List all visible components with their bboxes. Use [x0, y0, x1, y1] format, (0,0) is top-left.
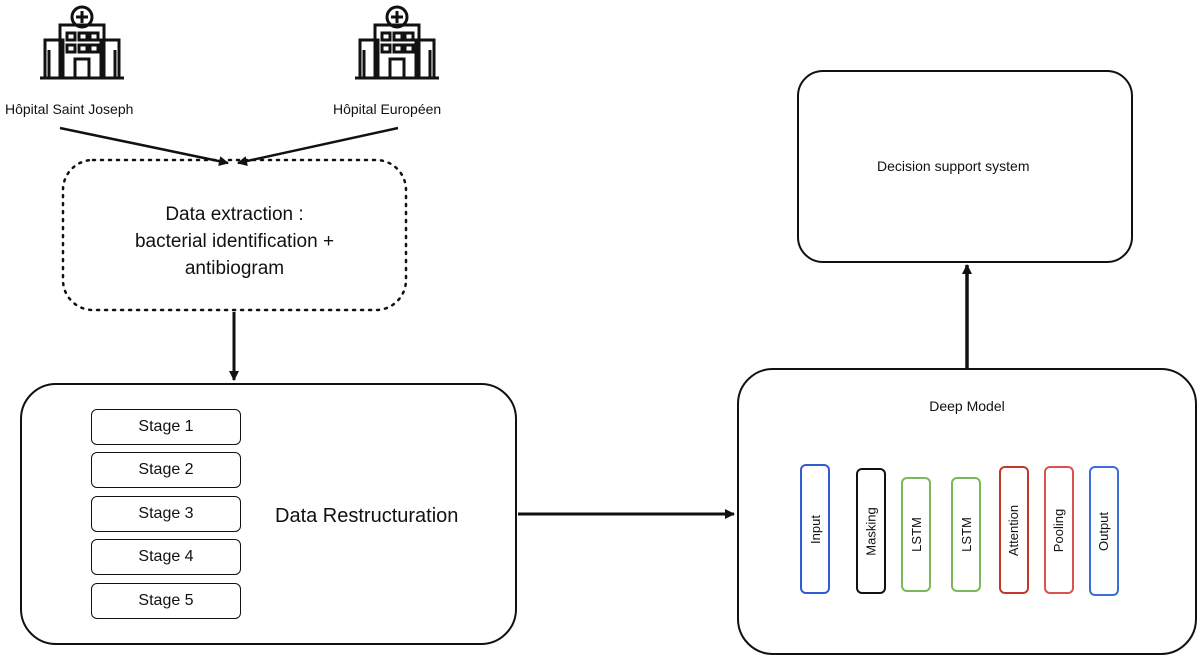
stage-2: Stage 2 — [91, 452, 241, 488]
stage-3: Stage 3 — [91, 496, 241, 532]
layer-pooling: Pooling — [1044, 466, 1074, 594]
extraction-line-2: bacterial identification + — [134, 231, 335, 252]
hospital-icon — [355, 5, 439, 80]
extraction-box — [61, 158, 408, 312]
layer-output: Output — [1089, 466, 1119, 596]
extraction-line-1: Data extraction : — [165, 204, 304, 225]
arrow-hospital1-to-extraction — [59, 126, 229, 167]
decision-box — [797, 70, 1133, 263]
layer-lstm-2: LSTM — [951, 477, 981, 592]
layer-attention: Attention — [999, 466, 1029, 594]
decision-label: Decision support system — [877, 158, 1030, 174]
layer-masking: Masking — [856, 468, 886, 594]
arrow-hospital2-to-extraction — [237, 126, 399, 166]
stage-1: Stage 1 — [91, 409, 241, 445]
hospital-icon — [40, 5, 124, 80]
restructuration-label: Data Restructuration — [275, 505, 459, 527]
stage-4: Stage 4 — [91, 539, 241, 575]
deep-model-title: Deep Model — [929, 398, 1005, 414]
stage-5: Stage 5 — [91, 583, 241, 619]
extraction-text: Data extraction : bacterial identificati… — [63, 201, 406, 282]
hospital-label-europeen: Hôpital Européen — [333, 101, 442, 117]
layer-input: Input — [800, 464, 830, 594]
extraction-line-3: antibiogram — [184, 258, 285, 279]
hospital-label-saint-joseph: Hôpital Saint Joseph — [5, 101, 134, 117]
layer-lstm-1: LSTM — [901, 477, 931, 592]
